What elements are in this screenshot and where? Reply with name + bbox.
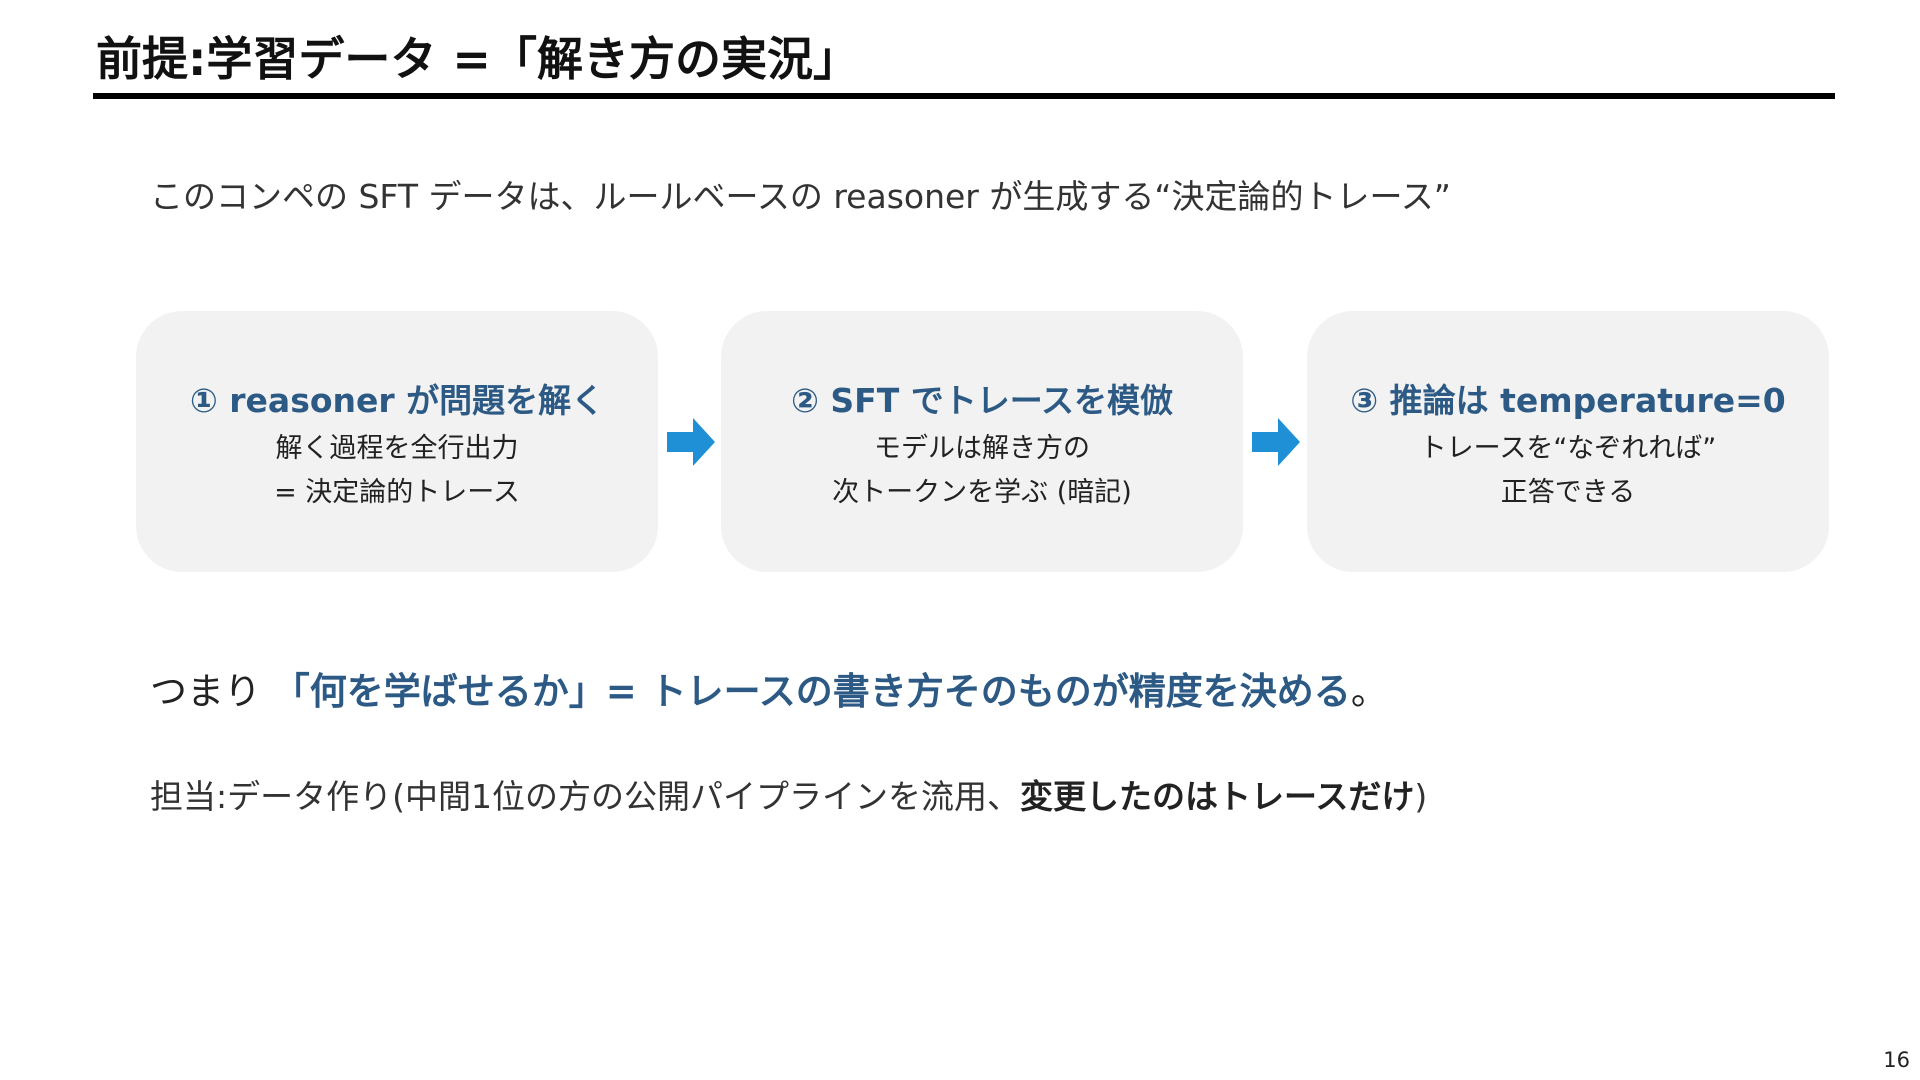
note-prefix: 担当:データ作り(中間1位の方の公開パイプラインを流用、 — [150, 777, 1020, 816]
step-1-line-1: 解く過程を全行出力 — [275, 433, 519, 464]
note-bold: 変更したのはトレースだけ — [1020, 777, 1415, 816]
step-box-3: ③ 推論は temperature=0 トレースを“なぞれれば” 正答できる — [1307, 311, 1829, 572]
step-3-line-1: トレースを“なぞれれば” — [1419, 433, 1717, 464]
right-arrow-icon — [667, 418, 715, 466]
page-number: 16 — [1883, 1048, 1910, 1072]
step-box-2: ② SFT でトレースを模倣 モデルは解き方の 次トークンを学ぶ (暗記) — [721, 311, 1243, 572]
note-suffix: ) — [1414, 777, 1428, 816]
step-1-heading: ① reasoner が問題を解く — [189, 381, 605, 420]
summary-prefix: つまり — [150, 670, 273, 713]
summary-emphasis: 「何を学ばせるか」= トレースの書き方そのものが精度を決める — [272, 670, 1351, 713]
intro-text: このコンペの SFT データは、ルールベースの reasoner が生成する“決… — [150, 177, 1451, 216]
summary-suffix: 。 — [1350, 670, 1388, 713]
role-note: 担当:データ作り(中間1位の方の公開パイプラインを流用、変更したのはトレースだけ… — [150, 772, 1427, 822]
step-3-heading: ③ 推論は temperature=0 — [1350, 381, 1786, 420]
step-3-line-2: 正答できる — [1500, 477, 1636, 508]
step-2-heading: ② SFT でトレースを模倣 — [790, 381, 1174, 420]
step-2-line-2: 次トークンを学ぶ (暗記) — [832, 477, 1132, 508]
step-1-line-2: = 決定論的トレース — [274, 477, 520, 508]
right-arrow-icon — [1252, 418, 1300, 466]
title-divider — [93, 93, 1835, 99]
step-2-line-1: モデルは解き方の — [874, 433, 1090, 464]
step-box-1: ① reasoner が問題を解く 解く過程を全行出力 = 決定論的トレース — [136, 311, 658, 572]
summary-text: つまり 「何を学ばせるか」= トレースの書き方そのものが精度を決める。 — [150, 664, 1388, 720]
slide-title: 前提:学習データ =「解き方の実況」 — [96, 32, 859, 86]
